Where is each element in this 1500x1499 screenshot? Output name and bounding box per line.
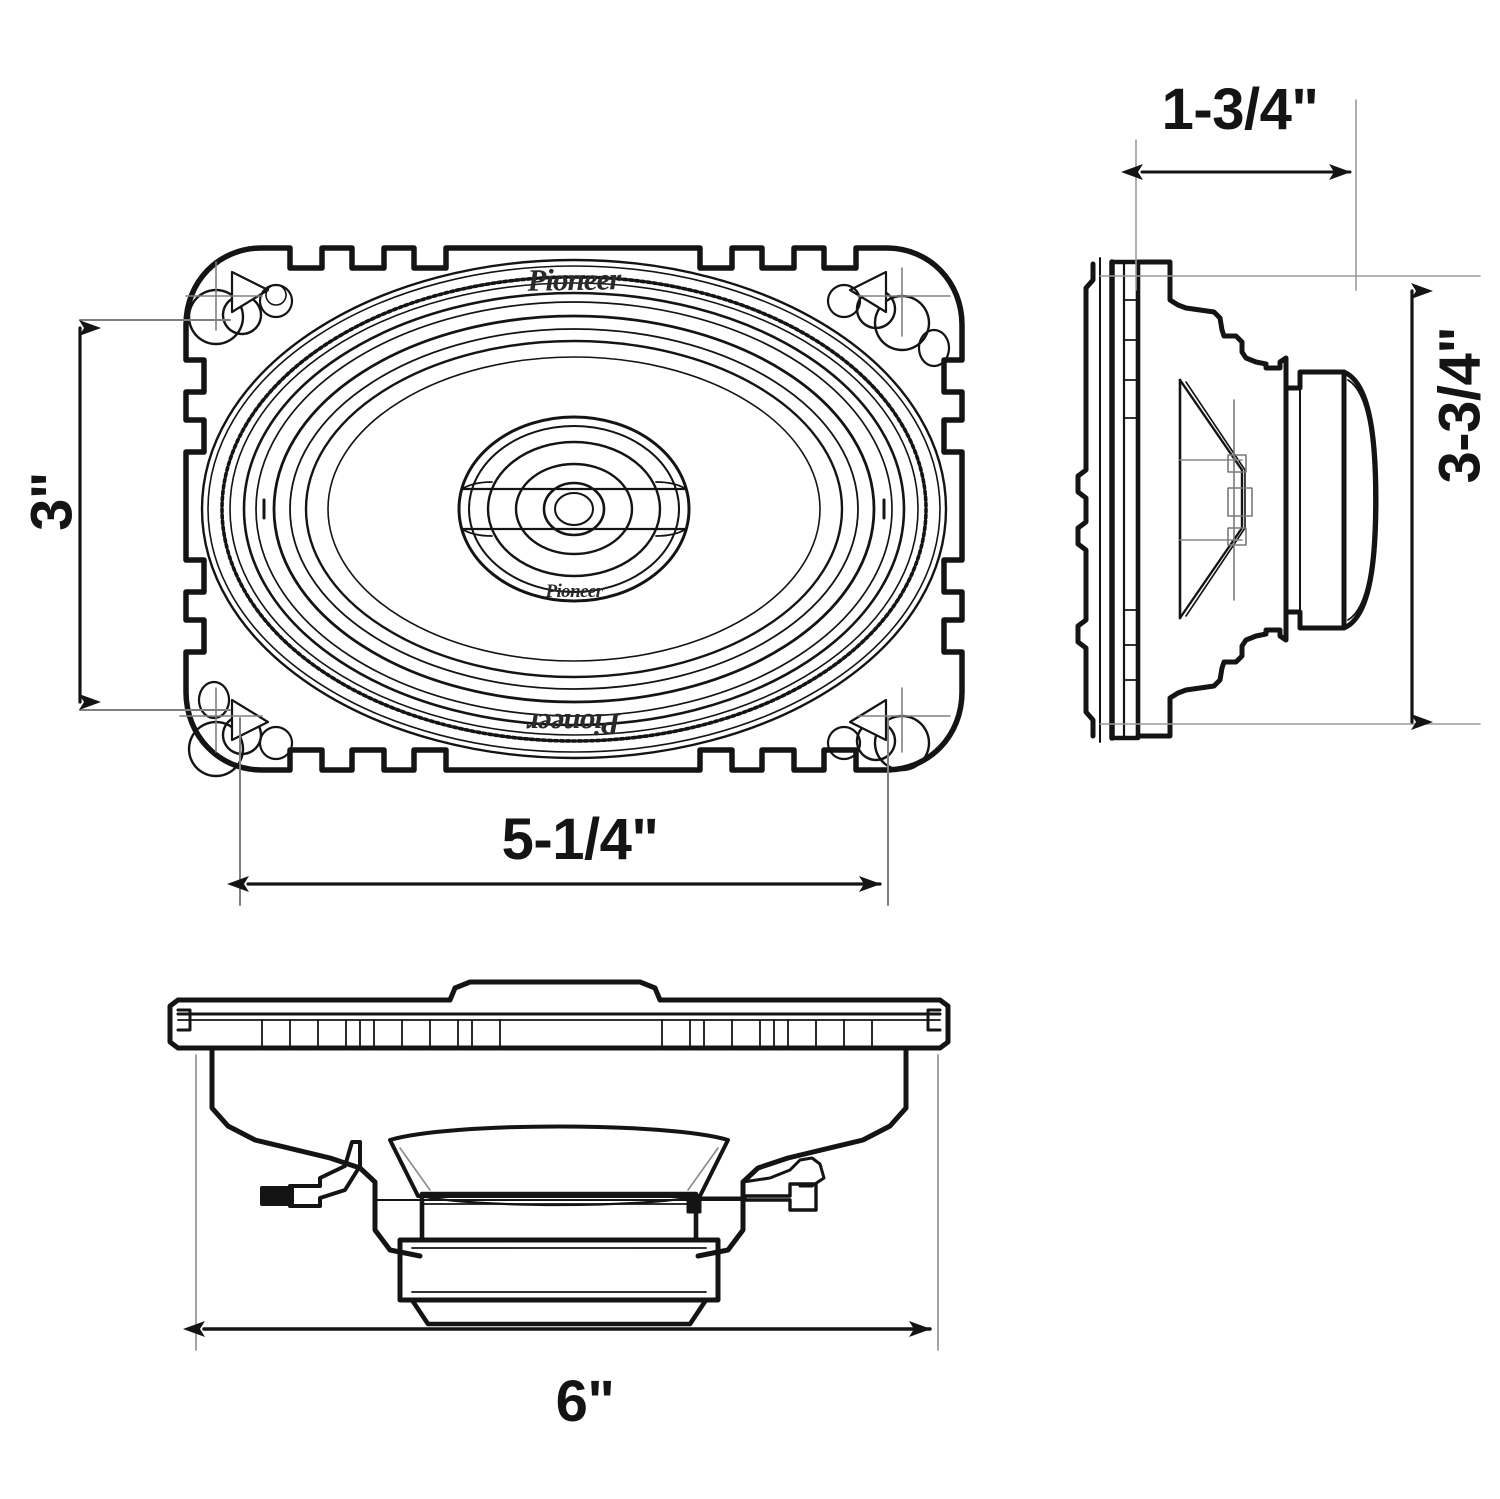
dimension-label-bottom-width: 6" — [555, 1369, 615, 1434]
front-view-group: Pioneer Pioneer Pioneer — [79, 245, 965, 906]
bottom-view-group — [167, 979, 951, 1351]
svg-text:Pioneer: Pioneer — [544, 581, 603, 602]
mounting-hole-bl — [179, 680, 294, 778]
mounting-hole-tl — [185, 261, 294, 346]
mounting-hole-br — [826, 687, 951, 772]
dimension-label-front-height: 3" — [19, 472, 85, 531]
dimension-label-front-width: 5-1/4" — [501, 807, 659, 872]
svg-text:Pioneer: Pioneer — [526, 261, 622, 298]
mounting-hole-tr — [826, 267, 951, 368]
pioneer-logo-top: Pioneer — [526, 261, 622, 298]
pioneer-logo-bottom: Pioneer — [526, 707, 622, 742]
dimension-label-side-height: 3-3/4" — [1427, 326, 1493, 484]
dimension-label-side-depth: 1-3/4" — [1161, 77, 1319, 142]
side-view-group — [1075, 99, 1481, 743]
svg-text:Pioneer: Pioneer — [526, 707, 622, 742]
pioneer-logo-center: Pioneer — [544, 581, 604, 602]
